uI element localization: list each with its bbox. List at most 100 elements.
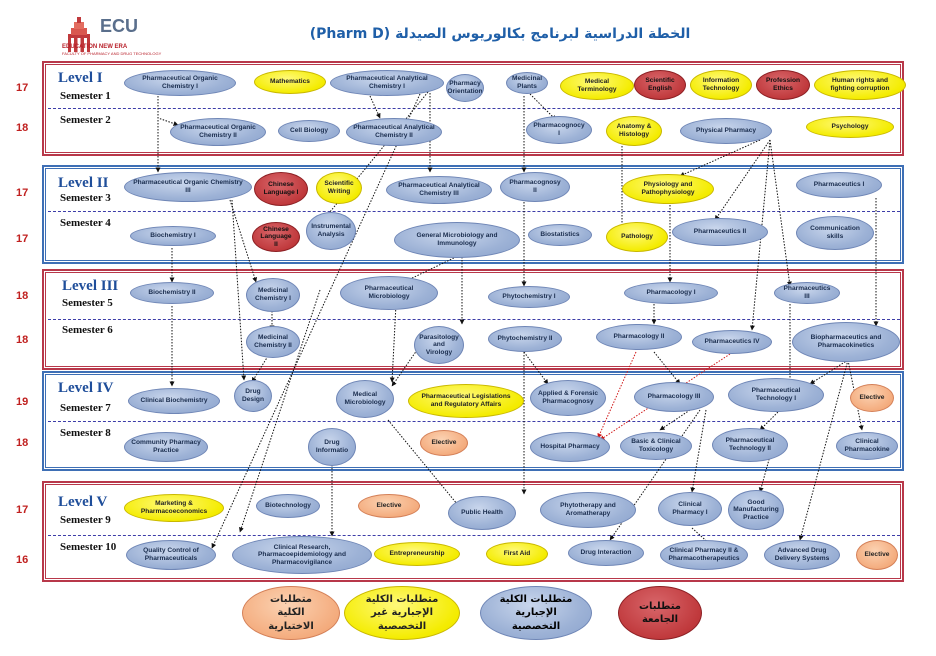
course-bubble: Psychology [806, 116, 894, 138]
semester-10-hours: 16 [16, 554, 29, 566]
course-bubble: Parasitology and Virology [414, 326, 464, 364]
course-bubble: Drug Informatio [308, 428, 356, 466]
course-bubble: Chinese Language II [252, 222, 300, 252]
level-3-divider [48, 319, 900, 320]
level-5-label: Level V [58, 494, 108, 510]
course-bubble: Applied & Forensic Pharmacognosy [530, 380, 606, 416]
semester-1-hours: 17 [16, 82, 29, 94]
level-2-divider [48, 211, 900, 212]
course-bubble: Medicinal Chemistry I [246, 278, 300, 312]
course-bubble: Elective [358, 494, 420, 518]
course-bubble: Pharmaceutical Legislations and Regulato… [408, 384, 524, 418]
course-bubble: Drug Design [234, 380, 272, 412]
level-3-box [42, 269, 904, 370]
semester-4-hours: 17 [16, 233, 29, 245]
course-bubble: Chinese Language I [254, 172, 308, 206]
course-bubble: Scientific English [634, 70, 686, 100]
university-logo [68, 17, 90, 52]
course-bubble: Scientific Writing [316, 172, 362, 204]
legend-faculty-specialized: متطلبات الكلية الإجبارية التخصصية [480, 586, 592, 640]
course-bubble: Pharmaceutics III [774, 282, 840, 304]
course-bubble: Cell Biology [278, 120, 340, 142]
semester-5-label: Semester 5 [62, 297, 113, 309]
semester-4-label: Semester 4 [60, 217, 111, 229]
course-bubble: Clinical Pharmacy II & Pharmacotherapeut… [660, 540, 748, 570]
semester-3-hours: 17 [16, 187, 29, 199]
course-bubble: Drug Interaction [568, 540, 644, 566]
legend-label: متطلبات الكلية الإجبارية غير التخصصية [365, 593, 439, 632]
course-bubble: Pharmaceutical Analytical Chemistry II [346, 118, 442, 146]
semester-8-label: Semester 8 [60, 427, 111, 439]
course-bubble: Good Manufacturing Practice [728, 490, 784, 530]
semester-1-label: Semester 1 [60, 90, 111, 102]
course-bubble: Clinical Pharmacy I [658, 492, 722, 526]
semester-2-hours: 18 [16, 122, 29, 134]
level-4-divider [48, 421, 900, 422]
course-bubble: Medical Microbiology [336, 380, 394, 418]
course-bubble: Community Pharmacy Practice [124, 432, 208, 462]
logo-text: ECU [100, 16, 139, 36]
level-2-label: Level II [58, 175, 109, 191]
course-bubble: Pharmaceutical Organic Chemistry II [170, 118, 266, 146]
course-bubble: Pharmaceutics IV [692, 330, 772, 354]
course-bubble: Biotechnology [256, 494, 320, 518]
legend-university: متطلبات الجامعة [618, 586, 702, 640]
level-1-divider [48, 108, 900, 109]
logo-subtitle: FACULTY OF PHARMACY AND DRUG TECHNOLOGY [62, 51, 162, 56]
semester-5-hours: 18 [16, 290, 29, 302]
course-bubble: Medicinal Chemistry II [246, 326, 300, 358]
semester-6-hours: 18 [16, 334, 29, 346]
course-bubble: Physiology and Pathophysiology [622, 174, 714, 204]
course-bubble: Pathology [606, 222, 668, 252]
course-bubble: Pharmaceutics I [796, 172, 882, 198]
level-3-label: Level III [62, 278, 119, 294]
course-bubble: Biochemistry II [130, 282, 214, 304]
semester-9-hours: 17 [16, 504, 29, 516]
course-bubble: Profession Ethics [756, 70, 810, 100]
course-bubble: Pharmaceutical Analytical Chemistry I [330, 70, 444, 96]
course-bubble: Pharmaceutical Analytical Chemistry III [386, 176, 492, 204]
course-bubble: Pharmaceutical Microbiology [340, 276, 438, 310]
page-title: الخطة الدراسية لبرنامج بكالوريوس الصيدلة… [309, 26, 691, 42]
course-bubble: Clinical Pharmacokine [836, 432, 898, 460]
course-bubble: Phytochemistry I [488, 286, 570, 308]
semester-8-hours: 18 [16, 437, 29, 449]
course-bubble: Pharmaceutical Organic Chemistry I [124, 70, 236, 96]
course-bubble: Advanced Drug Delivery Systems [764, 540, 840, 570]
level-1-box [42, 61, 904, 156]
legend-faculty-non-specialized: متطلبات الكلية الإجبارية غير التخصصية [344, 586, 460, 640]
semester-6-label: Semester 6 [62, 324, 113, 336]
course-bubble: Pharmaceutics II [672, 218, 768, 246]
legend-faculty-elective: متطلبات الكلية الاختيارية [242, 586, 340, 640]
course-bubble: Physical Pharmacy [680, 118, 772, 144]
course-bubble: Pharmacy Orientation [446, 74, 484, 102]
course-bubble: Hospital Pharmacy [530, 432, 610, 462]
level-5-box [42, 481, 904, 582]
semester-7-label: Semester 7 [60, 402, 111, 414]
course-bubble: Basic & Clinical Toxicology [620, 432, 692, 460]
level-2-box [42, 165, 904, 264]
course-bubble: Information Technology [690, 70, 752, 100]
semester-3-label: Semester 3 [60, 192, 111, 204]
semester-9-label: Semester 9 [60, 514, 111, 526]
course-bubble: Pharmacology II [596, 324, 682, 350]
course-bubble: Human rights and fighting corruption [814, 70, 906, 100]
course-bubble: General Microbiology and Immunology [394, 222, 520, 258]
course-bubble: Elective [420, 430, 468, 456]
course-bubble: Phytochemistry II [488, 326, 562, 352]
course-bubble: Pharmaceutical Technology I [728, 378, 824, 412]
level-1-label: Level I [58, 70, 103, 86]
course-bubble: Elective [850, 384, 894, 412]
course-bubble: Pharmacology I [624, 282, 718, 304]
semester-2-label: Semester 2 [60, 114, 111, 126]
course-bubble: Pharmacognosy II [500, 172, 570, 202]
course-bubble: Biopharmaceutics and Pharmacokinetics [792, 322, 900, 362]
course-bubble: Communication skills [796, 216, 874, 250]
semester-10-label: Semester 10 [60, 541, 117, 553]
course-bubble: Pharmacognocy I [526, 116, 592, 144]
semester-7-hours: 19 [16, 396, 29, 408]
course-bubble: Instrumental Analysis [306, 212, 356, 250]
course-bubble: Pharmaceutical Technology II [712, 428, 788, 462]
level-4-box [42, 371, 904, 471]
course-bubble: Anatomy & Histology [606, 116, 662, 146]
